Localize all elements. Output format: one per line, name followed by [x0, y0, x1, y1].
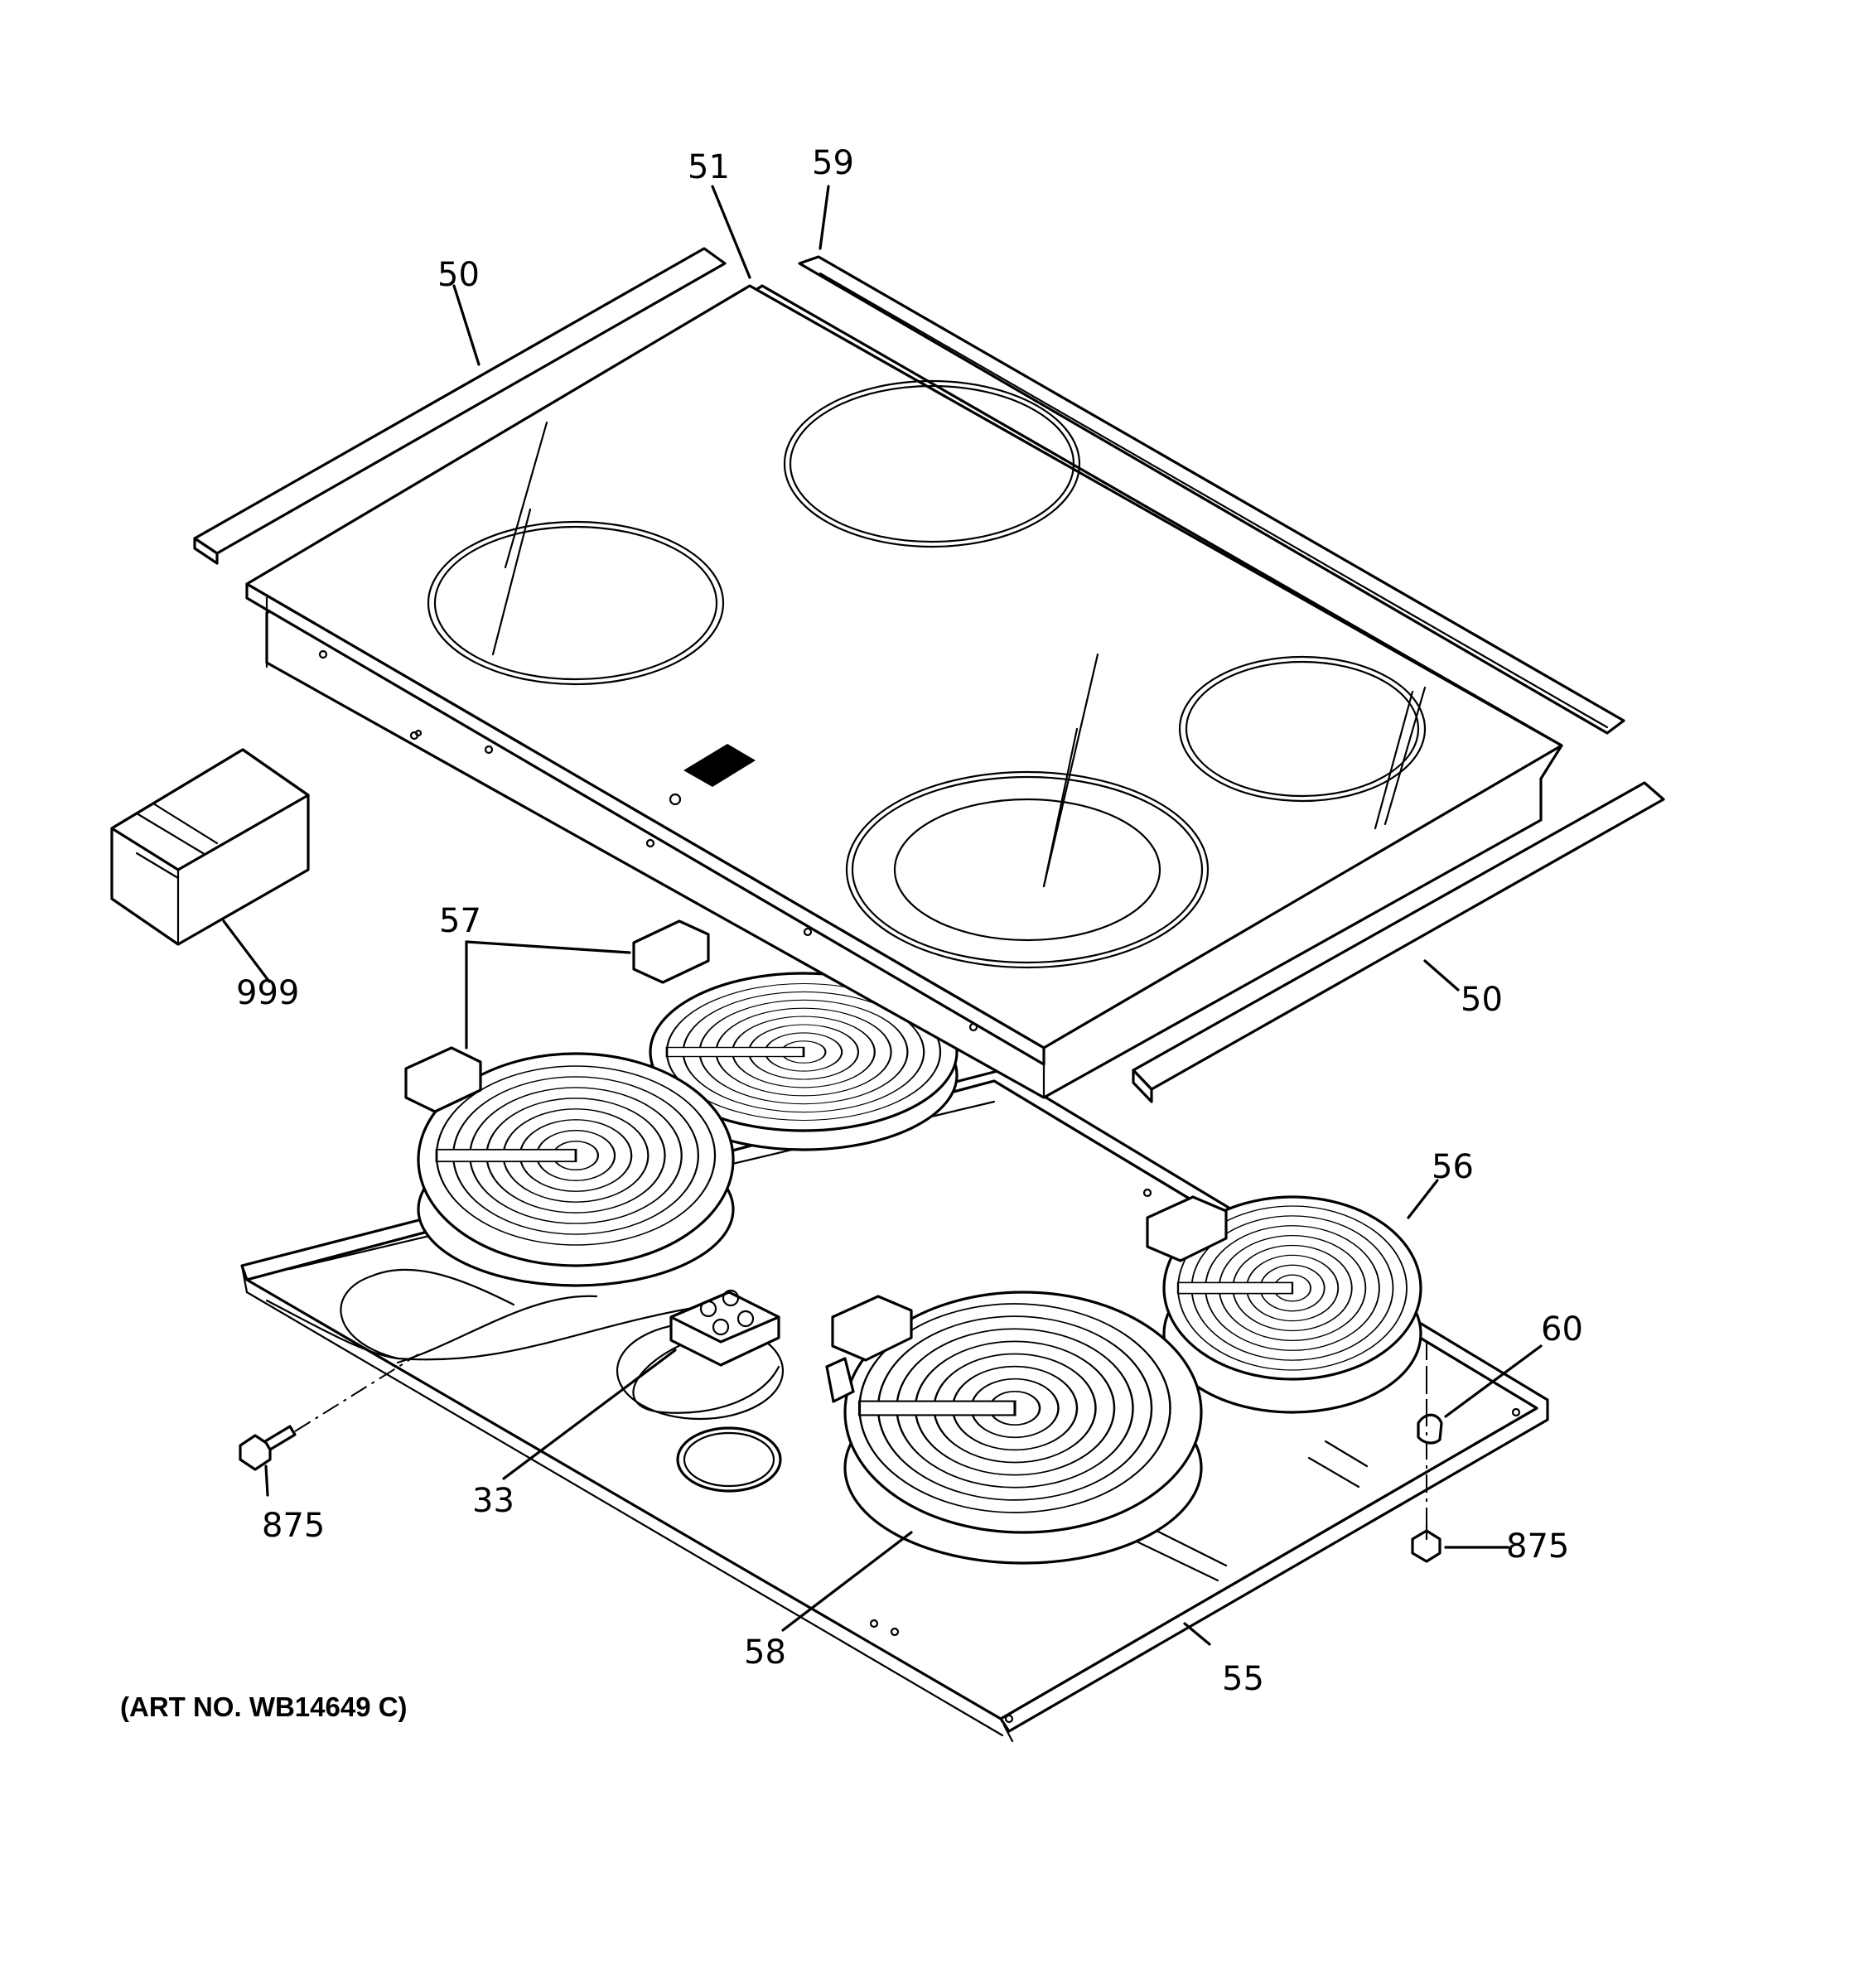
callout-56: 56	[1432, 1148, 1474, 1186]
callout-50-left: 50	[437, 256, 480, 294]
trim-strip-50-left	[193, 247, 727, 565]
terminal-block	[669, 1289, 780, 1367]
callout-leaders	[222, 185, 1543, 1646]
assembly-lines	[294, 1342, 1427, 1524]
glass-cooktop	[245, 284, 1563, 1099]
parts-box	[110, 748, 310, 946]
clip-60	[1417, 1413, 1443, 1445]
callout-60: 60	[1541, 1310, 1583, 1349]
callout-57: 57	[439, 902, 481, 940]
callout-50-right: 50	[1461, 981, 1503, 1019]
wiring	[265, 1268, 785, 1493]
callout-51: 51	[688, 148, 730, 186]
screw-875-right	[1411, 1522, 1441, 1563]
callout-875-left: 875	[262, 1507, 325, 1545]
callout-999: 999	[236, 974, 299, 1012]
callout-58: 58	[744, 1633, 786, 1672]
callout-875-right: 875	[1506, 1527, 1569, 1566]
radiant-element-56	[1146, 1195, 1422, 1414]
radiant-element-57-rear	[632, 919, 959, 1151]
callout-33: 33	[472, 1482, 514, 1520]
screw-875-left	[239, 1425, 297, 1471]
callout-59: 59	[812, 144, 854, 182]
trim-strip-50-right	[1132, 781, 1665, 1103]
radiant-element-58	[825, 1291, 1203, 1565]
trim-strip-59	[798, 255, 1625, 735]
radiant-element-57-front	[404, 1046, 735, 1287]
art-number: (ART NO. WB14649 C)	[120, 1691, 408, 1722]
callout-labels: 50 51 59 999 57 50 56 60 875 33 875 58 5…	[120, 144, 1583, 1722]
callout-55: 55	[1222, 1660, 1264, 1698]
